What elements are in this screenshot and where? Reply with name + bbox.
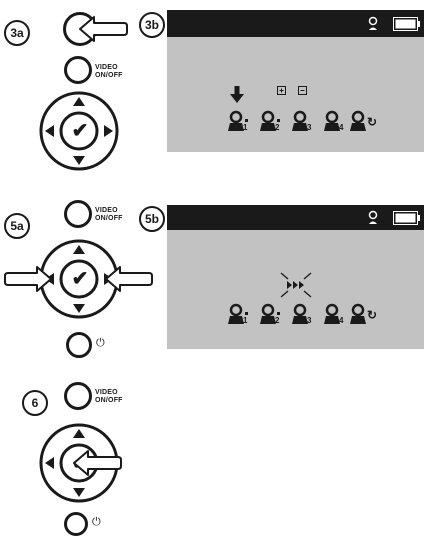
camera-number: 1 (243, 316, 248, 325)
camera-number: 2 (275, 316, 280, 325)
video-onoff-label: VIDEO ON/OFF (95, 64, 123, 80)
step-label-3b: 3b (144, 18, 159, 32)
video-onoff-button[interactable] (64, 200, 92, 228)
power-icon: ⏻ (96, 336, 105, 349)
step-badge-5a: 5a (4, 213, 30, 239)
hand-pointer-icon (73, 450, 122, 476)
monitor-screen-3b: 1 2 3 4 ↻ (167, 10, 424, 152)
video-onoff-button[interactable] (64, 56, 92, 84)
up-arrow-icon (73, 97, 85, 106)
down-arrow-icon (73, 156, 85, 165)
camera-icon[interactable] (323, 303, 345, 325)
step-badge-6: 6 (22, 390, 48, 416)
camera-row-5b: 1 2 3 4 ↻ (227, 303, 417, 327)
power-button[interactable] (64, 512, 88, 536)
camera-number: 4 (339, 123, 344, 132)
power-icon: ⏻ (92, 515, 101, 528)
step-badge-3a: 3a (4, 20, 30, 46)
camera-icon[interactable] (227, 303, 249, 325)
camera-icon[interactable] (259, 303, 281, 325)
left-arrow-icon (45, 457, 54, 469)
video-label-line2: ON/OFF (95, 72, 123, 79)
video-label-line1: VIDEO (95, 389, 118, 396)
power-button[interactable] (66, 332, 92, 358)
signal-icon (368, 16, 378, 30)
monitor-screen-5b: 1 2 3 4 ↻ (167, 205, 424, 349)
up-arrow-icon (73, 245, 85, 254)
hand-pointer-icon (105, 266, 153, 292)
hand-pointer-icon (4, 266, 52, 292)
video-onoff-label: VIDEO ON/OFF (95, 207, 123, 223)
pairing-indicator-icon (280, 272, 312, 298)
video-label-line1: VIDEO (95, 207, 118, 214)
screen-topbar (167, 205, 424, 230)
right-arrow-icon (104, 125, 113, 137)
camera-icon[interactable] (349, 303, 371, 325)
down-arrow-icon (73, 488, 85, 497)
screen-topbar (167, 10, 424, 37)
hand-pointer-icon (79, 16, 128, 42)
camera-icon[interactable] (291, 303, 313, 325)
plus-box-icon-a (277, 86, 286, 95)
ok-checkmark-icon: ✔ (71, 120, 89, 142)
scan-icon: ↻ (367, 308, 378, 322)
camera-icon[interactable] (259, 110, 281, 132)
camera-number: 3 (307, 316, 312, 325)
step-label-3a: 3a (10, 26, 24, 40)
camera-icon[interactable] (349, 110, 371, 132)
camera-row-3b: 1 2 3 4 ↻ (227, 110, 417, 134)
video-label-line1: VIDEO (95, 64, 118, 71)
signal-icon (368, 210, 378, 224)
video-onoff-button[interactable] (64, 382, 92, 410)
down-arrow-icon (73, 304, 85, 313)
step-label-6: 6 (31, 396, 39, 410)
up-arrow-icon (73, 429, 85, 438)
ok-checkmark-icon: ✔ (71, 268, 89, 290)
left-arrow-icon (45, 125, 54, 137)
camera-icon[interactable] (291, 110, 313, 132)
video-label-line2: ON/OFF (95, 215, 123, 222)
dpad-5a[interactable] (38, 238, 120, 320)
camera-icon[interactable] (323, 110, 345, 132)
down-arrow-indicator-icon (230, 86, 244, 103)
video-onoff-label: VIDEO ON/OFF (95, 389, 123, 405)
camera-number: 3 (307, 123, 312, 132)
plus-box-icon-b (298, 86, 307, 95)
dpad-3a[interactable] (38, 90, 120, 172)
step-label-5a: 5a (10, 219, 24, 233)
scan-icon: ↻ (367, 115, 378, 129)
battery-icon (393, 17, 420, 31)
camera-number: 1 (243, 123, 248, 132)
camera-number: 2 (275, 123, 280, 132)
step-label-5b: 5b (144, 212, 159, 226)
video-label-line2: ON/OFF (95, 397, 123, 404)
battery-icon (393, 211, 420, 225)
step-badge-5b: 5b (139, 206, 165, 232)
camera-number: 4 (339, 316, 344, 325)
step-badge-3b: 3b (139, 12, 165, 38)
camera-icon[interactable] (227, 110, 249, 132)
